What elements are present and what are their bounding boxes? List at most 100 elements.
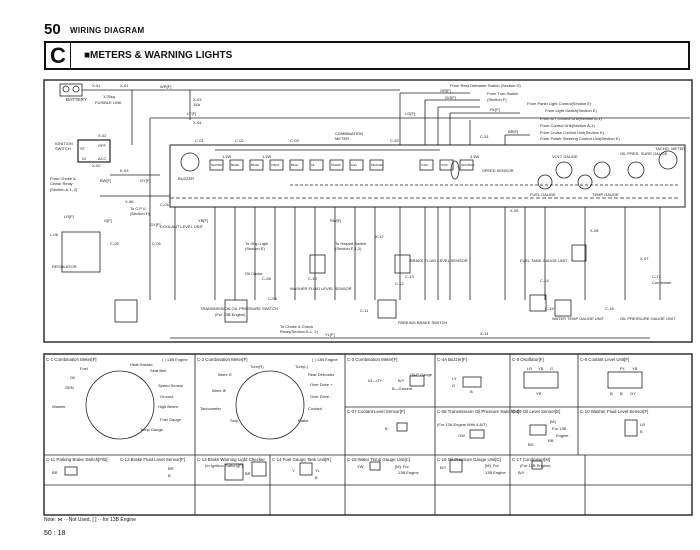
wire-label: LG[F] [405, 111, 415, 116]
lamp-label: BRAKE [251, 164, 260, 167]
connector-title: C-3 Combination Meter[F] [347, 357, 398, 362]
from-label: From Panel Light Control(Section E) [527, 101, 592, 106]
wire-label: LY[F] [187, 111, 196, 116]
ignition-label: SWITCH [55, 146, 71, 151]
sensor-label: WASHER FLUID LEVEL SENSOR [290, 286, 352, 291]
connector-label: C-15 [545, 306, 554, 311]
connector-title: C-14 Fuel Gauge Tank Unit[R] [272, 457, 331, 462]
connector-label: C-02 [235, 138, 244, 143]
lamp-label: FUEL [351, 164, 358, 167]
diagram-labels: BATTERY X-01 X-01 1.25sq FUSIBLE LINK WR… [50, 83, 685, 337]
sensor-note: (For 13B Engine) [215, 312, 246, 317]
connector-label: C-12 [395, 281, 404, 286]
lamp-label: BEAM [291, 164, 298, 167]
connector-label: C-52 [390, 138, 399, 143]
connector-table: C-1 Combination Meter[F] ( ) 13B Engine … [46, 357, 648, 480]
sensor-label: COOLANT LEVEL UNIT [160, 224, 204, 229]
connector-label: C-13 [405, 274, 414, 279]
pin-label: G [550, 366, 553, 371]
fuse-label: K-03 [120, 168, 129, 173]
wire-label: LR[F] [64, 214, 74, 219]
connector-label: X-01 [92, 83, 101, 88]
pin-label: GEN [65, 385, 74, 390]
footer-note: Note: ⋈ ···Not Used, [ ] ···for 13B Engi… [44, 517, 136, 523]
pin-label: IG—GY [368, 378, 382, 383]
pin-label: Over Drive + [310, 382, 333, 387]
pin-label: B—Ground [392, 386, 412, 391]
lamp-label: REAR DEF [371, 164, 384, 167]
pin-label: B/Y [398, 378, 405, 383]
from-label: From Power Steering Control Unit(Section… [540, 136, 620, 141]
pin-label: LR [527, 366, 532, 371]
warning-lamp [419, 159, 434, 171]
connector-label: C-14 [540, 278, 549, 283]
connector-title: C-11 Parking Brake Switch[F/B] [46, 457, 107, 462]
connector-note: (For 13B Engine) [520, 463, 551, 468]
wire-label: YB[F] [198, 218, 208, 223]
connector-label: X-02 [98, 133, 107, 138]
pin-label: Rear Defroster [308, 372, 335, 377]
connector-note: (For 13A Engine With 4 A/T) [437, 422, 487, 427]
pin-label: Y [292, 468, 295, 473]
to-label: To C.P.U. [130, 206, 147, 211]
connector-label: C-16 [605, 306, 614, 311]
meter-label: COMBINATION [335, 131, 363, 136]
fuse-label: X-03 [193, 97, 202, 102]
connector-note: ( ) 13B Engine [312, 357, 338, 362]
pin-label: Illumi ⊖ [218, 372, 232, 377]
from-label: From Light Switch(Section E) [545, 108, 597, 113]
connector-title: C-10 Washer Fluid Level Sensor[F] [580, 409, 648, 414]
wire-label: YL[F] [325, 332, 335, 337]
pin-label: Heat Hazard [130, 362, 152, 367]
pin-label: YB [632, 366, 638, 371]
connector-label: X-01 [120, 83, 129, 88]
from-label: From Rear Defroster Switch (Section D) [450, 83, 521, 88]
warning-lamp [439, 159, 454, 171]
connector-label: C-17 [652, 274, 661, 279]
connector-label: C-05 [110, 241, 119, 246]
pin-label: Oil-P Gauge [410, 372, 433, 377]
sensor-label: WATER TEMP GAUGE UNIT [552, 316, 605, 321]
connector-title: C-07 Coolant Level Sensor[F] [347, 409, 405, 414]
pin-label: G [452, 383, 455, 388]
section-title: ■METERS & WARNING LIGHTS [84, 50, 233, 61]
pin-label: Fuel [80, 366, 88, 371]
to-label: To Choke & Check [280, 324, 313, 329]
pin-label: [M]: For [395, 464, 409, 469]
wire-label: GY[F] [150, 222, 160, 227]
ignition-label: IGNITION [55, 141, 73, 146]
switch-pos: IG [82, 156, 86, 161]
lamp-label: OIL [311, 164, 316, 167]
to-label: To Stop Light [245, 241, 269, 246]
connector-label: X-08 [590, 228, 599, 233]
connector-title: C-5 Oscillator[F] [512, 357, 544, 362]
from-label: [Section A-1, 2] [50, 187, 77, 192]
pin-label: 13B Engine [398, 470, 419, 475]
gauge-label: TACHO- METER [655, 146, 685, 151]
wire-label: RW[F] [330, 218, 341, 223]
warning-lamp [329, 159, 344, 171]
lamp-label: TURN [441, 164, 448, 167]
connector-label: C-06 [152, 241, 161, 246]
pin-label: Washer [52, 404, 66, 409]
pin-label: B [385, 426, 388, 431]
connector-label: C-08 [262, 276, 271, 281]
sensor-label: TRANSMISSION OIL PRESSURE SWITCH [200, 306, 278, 311]
bulb-rating: 3.4W [470, 154, 480, 159]
warning-lamp [309, 159, 324, 171]
sensor-label: PARKING BRAKE SWITCH [398, 320, 447, 325]
lamp-label: SEAT BELT [211, 164, 224, 167]
to-label: (Section H) [130, 211, 151, 216]
connector-label: X-12 [375, 234, 384, 239]
connector-title: C-2 Combination Meter[F] [197, 357, 248, 362]
connector-title: C-6 Coolant Level Unit[F] [580, 357, 629, 362]
sensor-label: Oil Choke [245, 271, 263, 276]
pin-label: B/Y [440, 465, 447, 470]
pin-label: PL [620, 366, 626, 371]
pin-label: Tachometer [200, 406, 222, 411]
section-header: C ■METERS & WARNING LIGHTS [44, 41, 690, 70]
warning-lamp [349, 159, 364, 171]
pin-label: YR [536, 391, 542, 396]
section-letter: C [46, 43, 71, 68]
pin-label: Ground [160, 394, 173, 399]
